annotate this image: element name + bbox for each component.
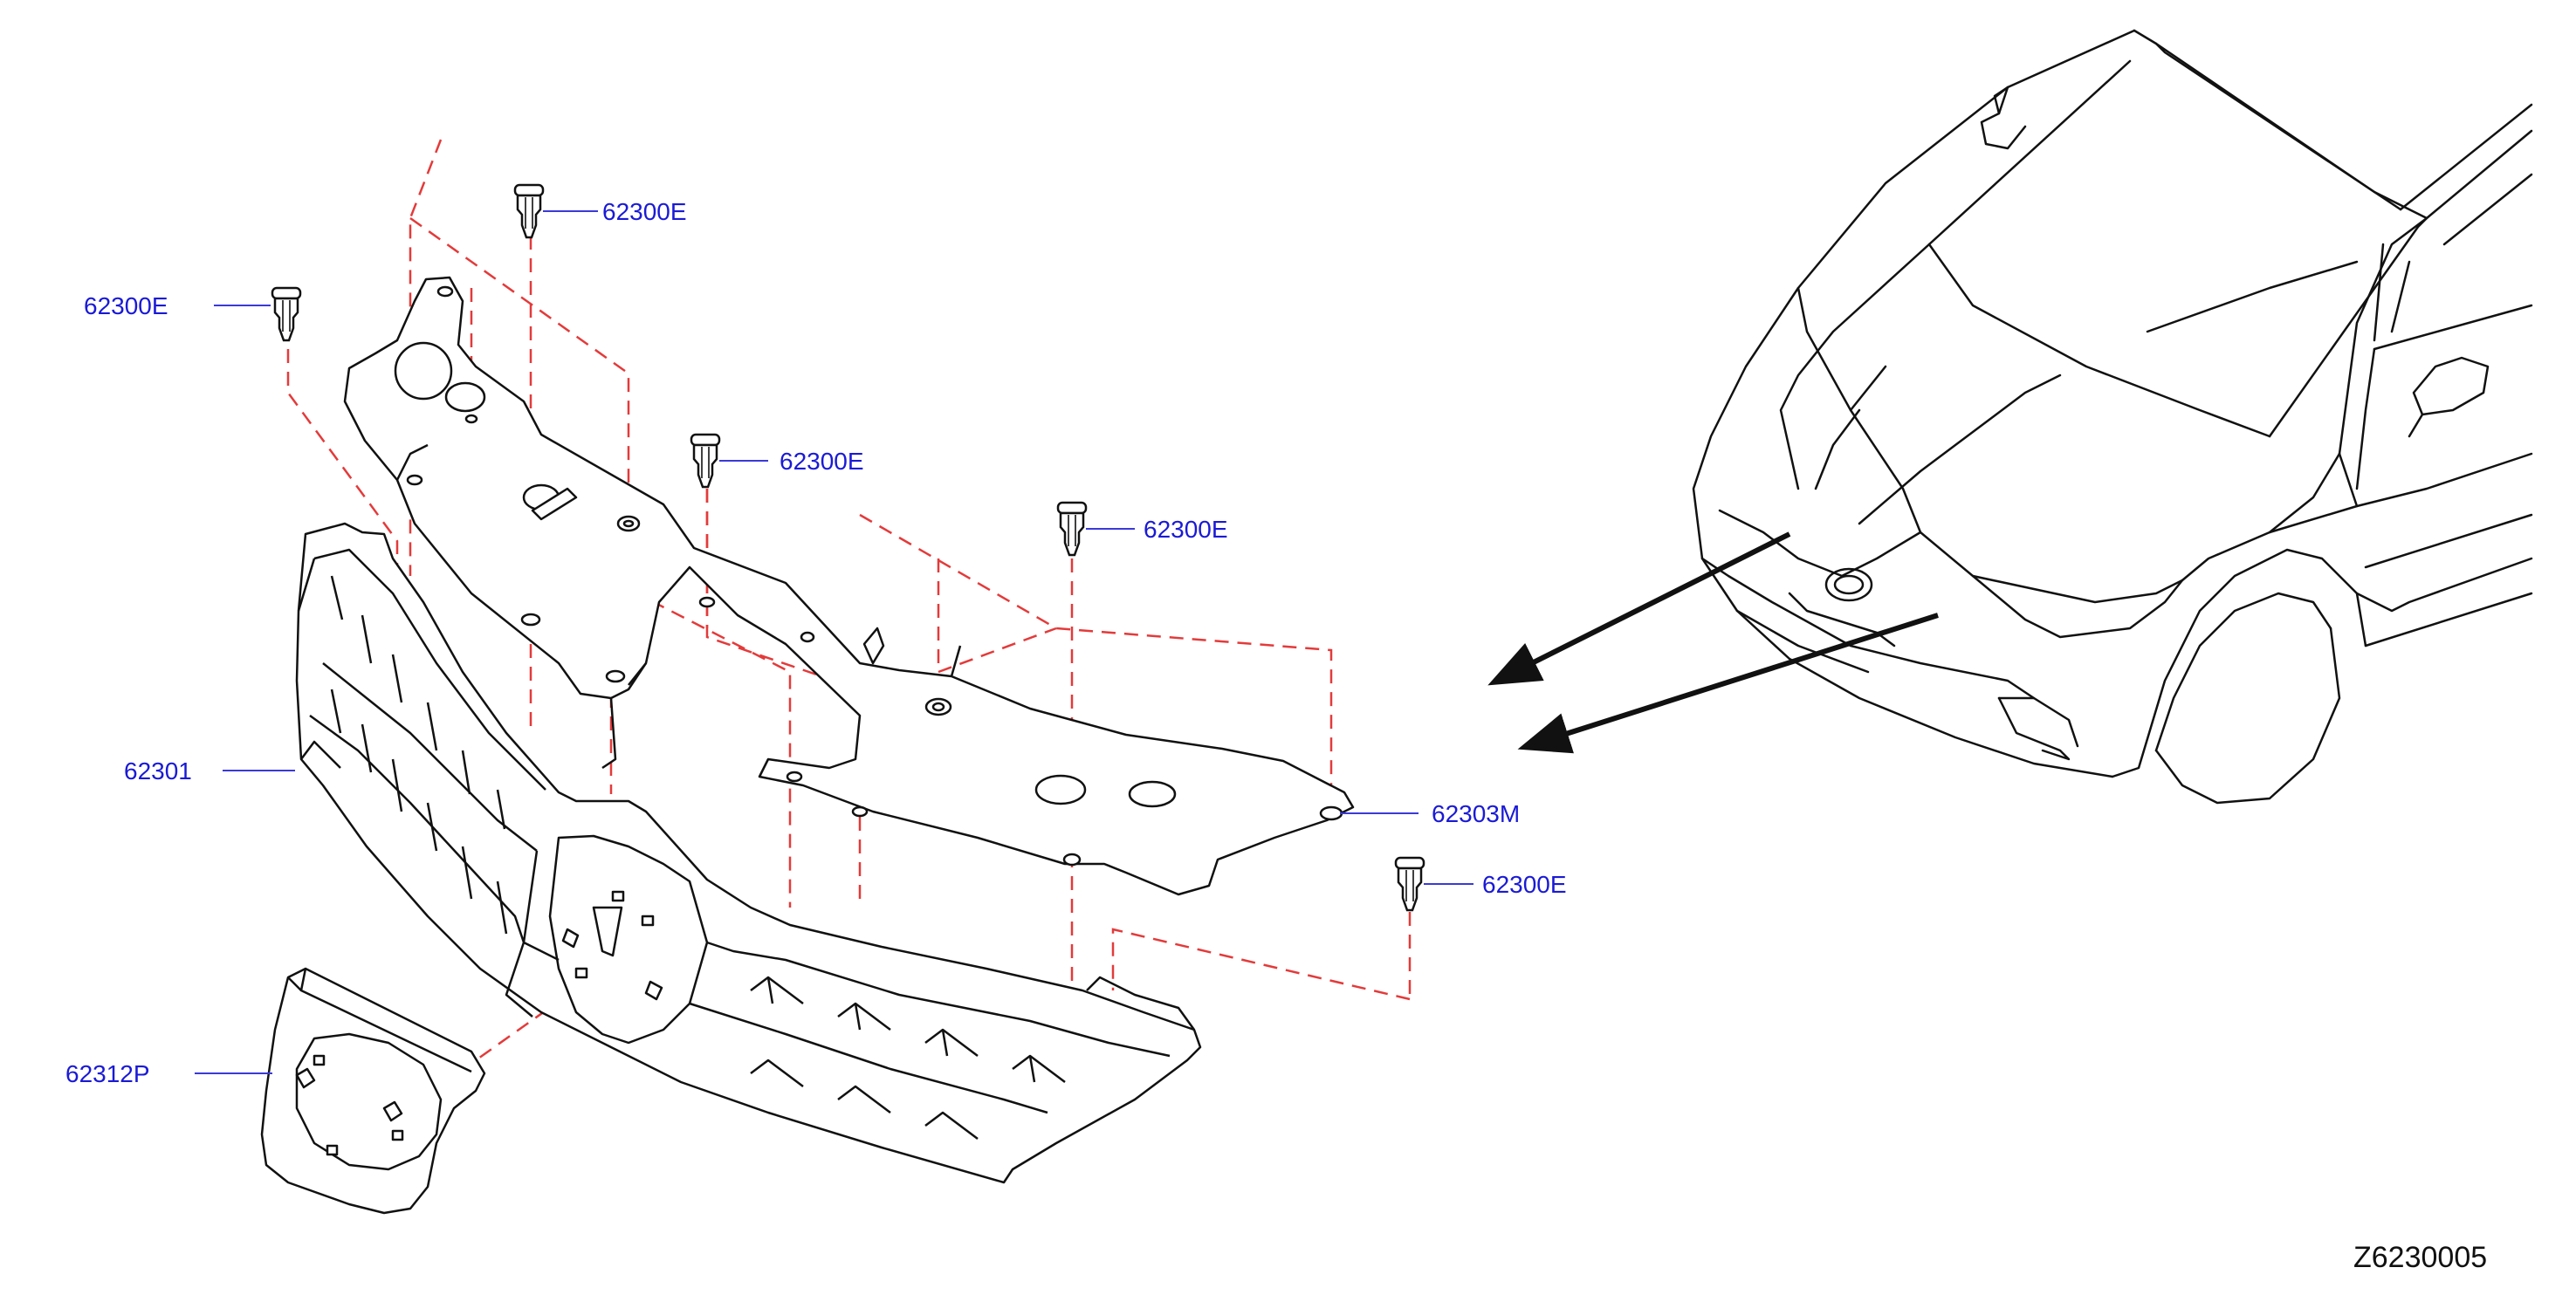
label-clip-lower-right: 62300E <box>1482 871 1567 898</box>
diagram-code: Z6230005 <box>2353 1241 2487 1274</box>
label-emblem-base: 62312P <box>65 1060 150 1087</box>
clip-fastener-mid <box>690 433 721 489</box>
clip-fastener-top <box>513 183 545 239</box>
clip-fastener-left <box>271 286 302 342</box>
label-leaders <box>195 210 1473 1074</box>
location-arrows <box>1487 531 1939 754</box>
vehicle-outline <box>1692 29 2533 805</box>
label-grille: 62301 <box>124 757 192 785</box>
clip-fastener-right <box>1056 501 1088 557</box>
clip-fastener-lower-right <box>1394 856 1425 912</box>
part-labels: 62300E 62300E 62300E 62300E 62300E 62301… <box>65 198 1567 1087</box>
upper-bracket <box>343 276 1355 896</box>
emblem-base <box>260 967 486 1215</box>
label-bracket: 62303M <box>1432 800 1520 827</box>
label-clip-top: 62300E <box>602 198 687 225</box>
label-clip-right: 62300E <box>1144 516 1228 543</box>
label-clip-mid: 62300E <box>780 448 864 475</box>
front-grille <box>295 522 1202 1184</box>
label-clip-left: 62300E <box>84 292 168 319</box>
